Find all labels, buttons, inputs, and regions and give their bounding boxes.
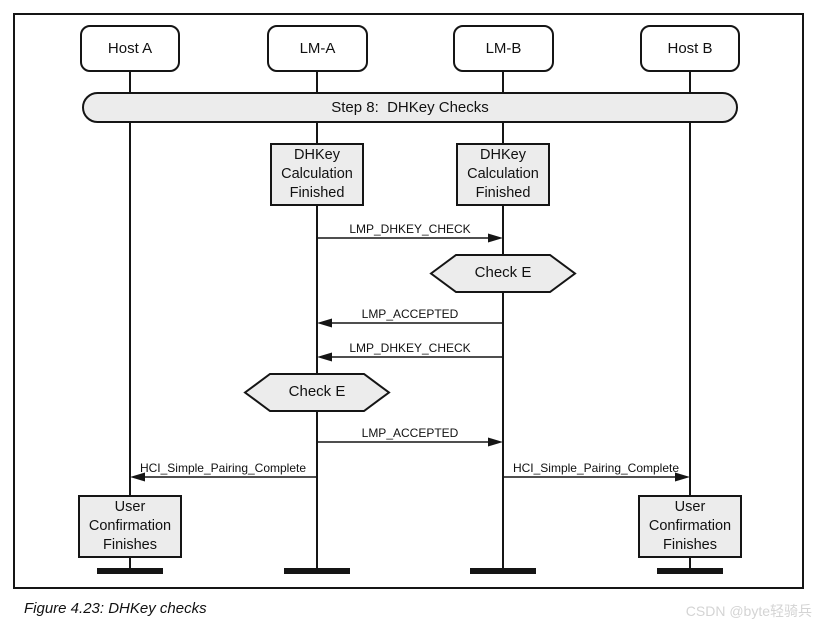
- arrowhead-left-icon: [317, 352, 332, 362]
- arrowhead-left-icon: [130, 472, 145, 482]
- message-label-lmp-dhkey-check-1: LMP_DHKEY_CHECK: [349, 222, 471, 236]
- state-box-dhkey-calc-lm-a: DHKey Calculation Finished: [270, 143, 364, 206]
- step-banner: Step 8: DHKey Checks: [82, 92, 738, 123]
- arrowhead-left-icon: [317, 318, 332, 328]
- diagram-border: [13, 13, 804, 589]
- message-label-hci-pairing-complete-b: HCI_Simple_Pairing_Complete: [512, 461, 680, 475]
- message-label-lmp-accepted-2: LMP_ACCEPTED: [361, 426, 459, 440]
- end-box-user-confirmation-host-b: User Confirmation Finishes: [638, 495, 742, 558]
- decision-label-check-e-lm-a: Check E: [288, 383, 346, 400]
- message-label-lmp-accepted-1: LMP_ACCEPTED: [361, 307, 459, 321]
- arrowhead-right-icon: [675, 472, 690, 482]
- end-box-user-confirmation-host-a: User Confirmation Finishes: [78, 495, 182, 558]
- arrowhead-right-icon: [488, 437, 503, 447]
- actor-box-lm-a: LM-A: [267, 25, 368, 72]
- decision-label-check-e-lm-b: Check E: [474, 264, 532, 281]
- decision-hexagon-lm-b: [429, 254, 577, 293]
- state-box-dhkey-calc-lm-b: DHKey Calculation Finished: [456, 143, 550, 206]
- watermark: CSDN @byte轻骑兵: [685, 603, 812, 619]
- actor-box-lm-b: LM-B: [453, 25, 554, 72]
- figure-caption: Figure 4.23: DHKey checks: [24, 600, 207, 617]
- message-label-lmp-dhkey-check-2: LMP_DHKEY_CHECK: [349, 341, 471, 355]
- decision-hexagon-lm-a: [243, 373, 391, 412]
- actor-box-host-b: Host B: [640, 25, 740, 72]
- arrowhead-right-icon: [488, 233, 503, 243]
- actor-box-host-a: Host A: [80, 25, 180, 72]
- message-label-hci-pairing-complete-a: HCI_Simple_Pairing_Complete: [139, 461, 307, 475]
